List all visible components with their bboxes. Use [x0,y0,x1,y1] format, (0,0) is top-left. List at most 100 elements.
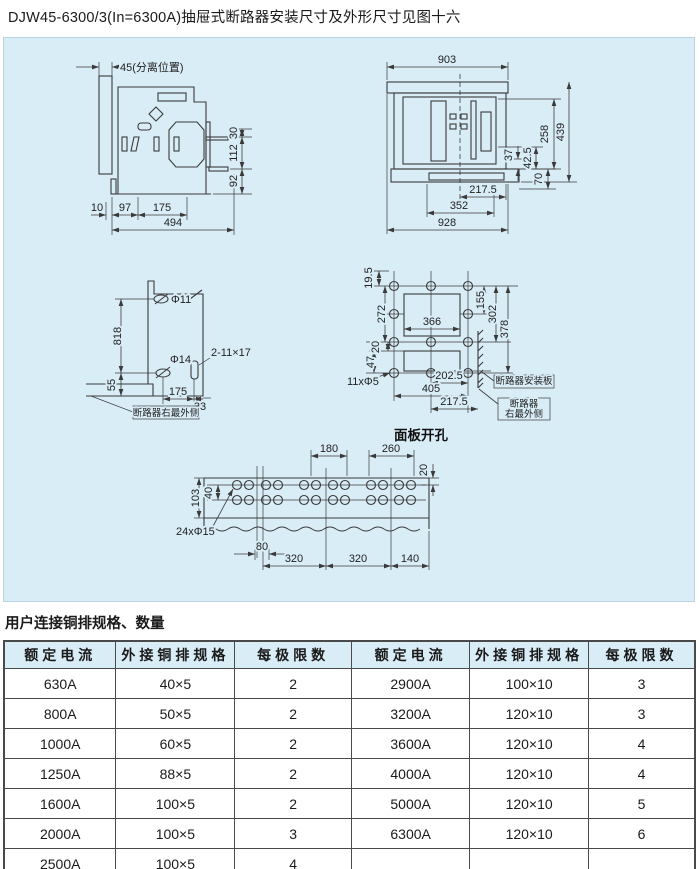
cell: 120×10 [469,698,590,729]
cutout-rects [403,293,461,372]
column-header: 每极限数 [588,640,696,669]
cell: 2 [234,698,353,729]
holes-label: 24xΦ15 [176,526,215,538]
slot-label: 2-11×17 [211,347,251,359]
extension-lines [90,298,211,413]
cell: 3600A [351,728,471,759]
construction-lines [366,270,518,413]
extension-lines [386,62,577,234]
dim-label: 47 [365,356,377,368]
cell: 4000A [351,758,471,789]
table-row: 1000A 60×5 2 3600A 120×10 4 [3,728,696,759]
dim-label: 112 [228,144,240,162]
column-header: 额定电流 [351,640,471,669]
plate-outline [86,280,204,397]
cell: 50×5 [115,698,236,729]
dim-label: 175 [153,202,171,214]
dim-label: 320 [349,553,367,565]
dim-label: 30 [228,127,240,139]
drawings-panel: 45(分离位置) 30 112 92 10 97 175 494 [3,37,695,602]
dim-label: 37 [503,149,515,161]
cell: 4 [588,758,696,789]
dim-label: 42.5 [522,147,534,168]
dim-label: 175 [169,386,187,398]
dimension-lines [76,64,245,233]
dim-label: 302 [487,305,499,323]
cell [469,848,590,869]
cell: 3 [588,698,696,729]
dim-label: 818 [112,327,124,345]
dim-label: 320 [285,553,303,565]
busbar-holes [231,479,417,506]
cell: 2 [234,668,353,699]
dim-label: 260 [382,443,400,455]
dim-label: 202.5 [435,370,463,382]
table-row: 2000A 100×5 3 6300A 120×10 6 [3,818,696,849]
panel-cutout-drawing: 19.5 272 20 47 155 302 378 366 202.5 405… [345,265,555,443]
cell: 6300A [351,818,471,849]
cell [588,848,696,869]
mounting-plate-drawing: 818 55 175 33 Φ11 Φ14 2-11×17 断路器右最外侧 [86,280,253,421]
dimension-lines [370,271,511,412]
dim-label: 97 [119,202,131,214]
column-header: 外接铜排规格 [115,640,236,669]
dim-label: 180 [320,443,338,455]
cell: 2 [234,728,353,759]
dim-label: 33 [194,401,206,413]
cell: 2 [234,788,353,819]
busbar-spec-table: 额定电流 外接铜排规格 每极限数 额定电流 外接铜排规格 每极限数 630A 4… [3,640,696,869]
dim-label: 103 [190,489,202,507]
cell: 120×10 [469,758,590,789]
dim-label: 378 [499,320,511,338]
column-header: 外接铜排规格 [469,640,590,669]
row-centerlines [194,450,439,570]
note-box [493,374,555,389]
dim-label: 439 [555,123,567,141]
column-header: 额定电流 [3,640,117,669]
note-label: 断路器安装板 [495,375,553,387]
cell: 100×5 [115,818,236,849]
dim-label: 40 [203,487,215,499]
dim-label: 366 [423,316,441,328]
cell: 1000A [3,728,117,759]
cell: 3200A [351,698,471,729]
dim-label: 217.5 [469,184,497,196]
dim-label: 352 [450,200,468,212]
breaker-side-outline [98,75,229,195]
dim-label: 70 [533,173,545,185]
dim-label: 10 [91,202,103,214]
section-title: 用户连接铜排规格、数量 [5,616,165,632]
panel-edge-hatched [477,329,484,389]
dim-label: 20 [370,341,382,353]
cell: 120×10 [469,728,590,759]
note-label: 右最外侧 [505,408,543,420]
dim-label: 140 [401,553,419,565]
note-label: 断路器右最外侧 [133,407,200,419]
dimension-lines [387,64,572,233]
dim-label: 80 [256,541,268,553]
cell: 100×10 [469,668,590,699]
cell [351,848,471,869]
cell: 4 [588,728,696,759]
dim-label: 494 [164,217,182,229]
note-box [132,405,200,420]
dim-label: 45(分离位置) [120,60,184,74]
dim-label: 928 [438,217,456,229]
cell: 4 [234,848,353,869]
cell: 2900A [351,668,471,699]
page-title: DJW45-6300/3(In=6300A)抽屉式断路器安装尺寸及外形尺寸见图十… [8,10,461,26]
cell: 100×5 [115,848,236,869]
column-header: 每极限数 [234,640,353,669]
cell: 3 [588,668,696,699]
dim-label: 92 [228,175,240,187]
cell: 6 [588,818,696,849]
cabinet-outline [386,81,520,183]
hole-label: Φ14 [170,354,191,366]
cell: 1250A [3,758,117,789]
dim-label: 155 [475,291,487,309]
table-row: 2500A 100×5 4 [3,848,696,869]
table-row: 1600A 100×5 2 5000A 120×10 5 [3,788,696,819]
table-header-row: 额定电流 外接铜排规格 每极限数 额定电流 外接铜排规格 每极限数 [3,640,696,669]
cell: 5 [588,788,696,819]
